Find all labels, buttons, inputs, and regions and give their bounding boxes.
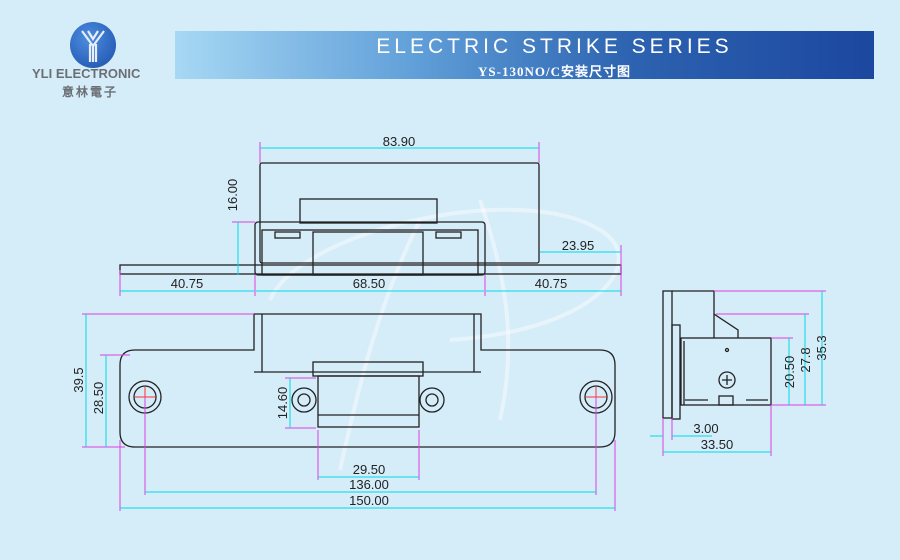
top-view-dimensions: 83.90 16.00 23.95 40.75 68.50 40.75 — [119, 134, 622, 296]
brand-name: YLI ELECTRONIC — [32, 66, 141, 81]
watermark — [268, 199, 621, 471]
dim-latch-height: 14.60 — [275, 387, 290, 420]
dim-left-wing: 40.75 — [171, 276, 204, 291]
brand-logo-icon — [70, 22, 116, 68]
dim-height: 16.00 — [225, 179, 240, 212]
banner-subtitle: YS-130NO/C安装尺寸图 — [478, 64, 631, 79]
dim-overall-height: 39.5 — [71, 367, 86, 392]
dim-latch-width: 29.50 — [353, 462, 386, 477]
dim-side-h3: 20.50 — [782, 356, 797, 389]
dim-side-h1: 35.3 — [814, 335, 829, 360]
dim-plate-height: 28.50 — [91, 382, 106, 415]
front-view-dimensions: 39.5 28.50 14.60 29.50 136.00 150.00 — [71, 313, 616, 511]
dim-plate-length: 150.00 — [349, 493, 389, 508]
dim-center: 68.50 — [353, 276, 386, 291]
title-banner: ELECTRIC STRIKE SERIES YS-130NO/C安装尺寸图 — [175, 31, 874, 79]
dim-right-wing: 40.75 — [535, 276, 568, 291]
dim-right-offset: 23.95 — [562, 238, 595, 253]
hole-centers — [135, 387, 606, 407]
banner-title: ELECTRIC STRIKE SERIES — [376, 35, 733, 58]
dim-side-depth: 33.50 — [701, 437, 734, 452]
front-view — [119, 313, 616, 448]
dim-hole-spacing: 136.00 — [349, 477, 389, 492]
side-view-dimensions: 35.3 27.8 20.50 3.00 33.50 — [650, 290, 829, 456]
brand-name-cn: 意林電子 — [62, 85, 119, 99]
dim-side-thickness: 3.00 — [693, 421, 718, 436]
top-view — [119, 162, 622, 276]
dim-body-width: 83.90 — [383, 134, 416, 149]
side-view — [662, 290, 772, 420]
dim-side-h2: 27.8 — [798, 347, 813, 372]
